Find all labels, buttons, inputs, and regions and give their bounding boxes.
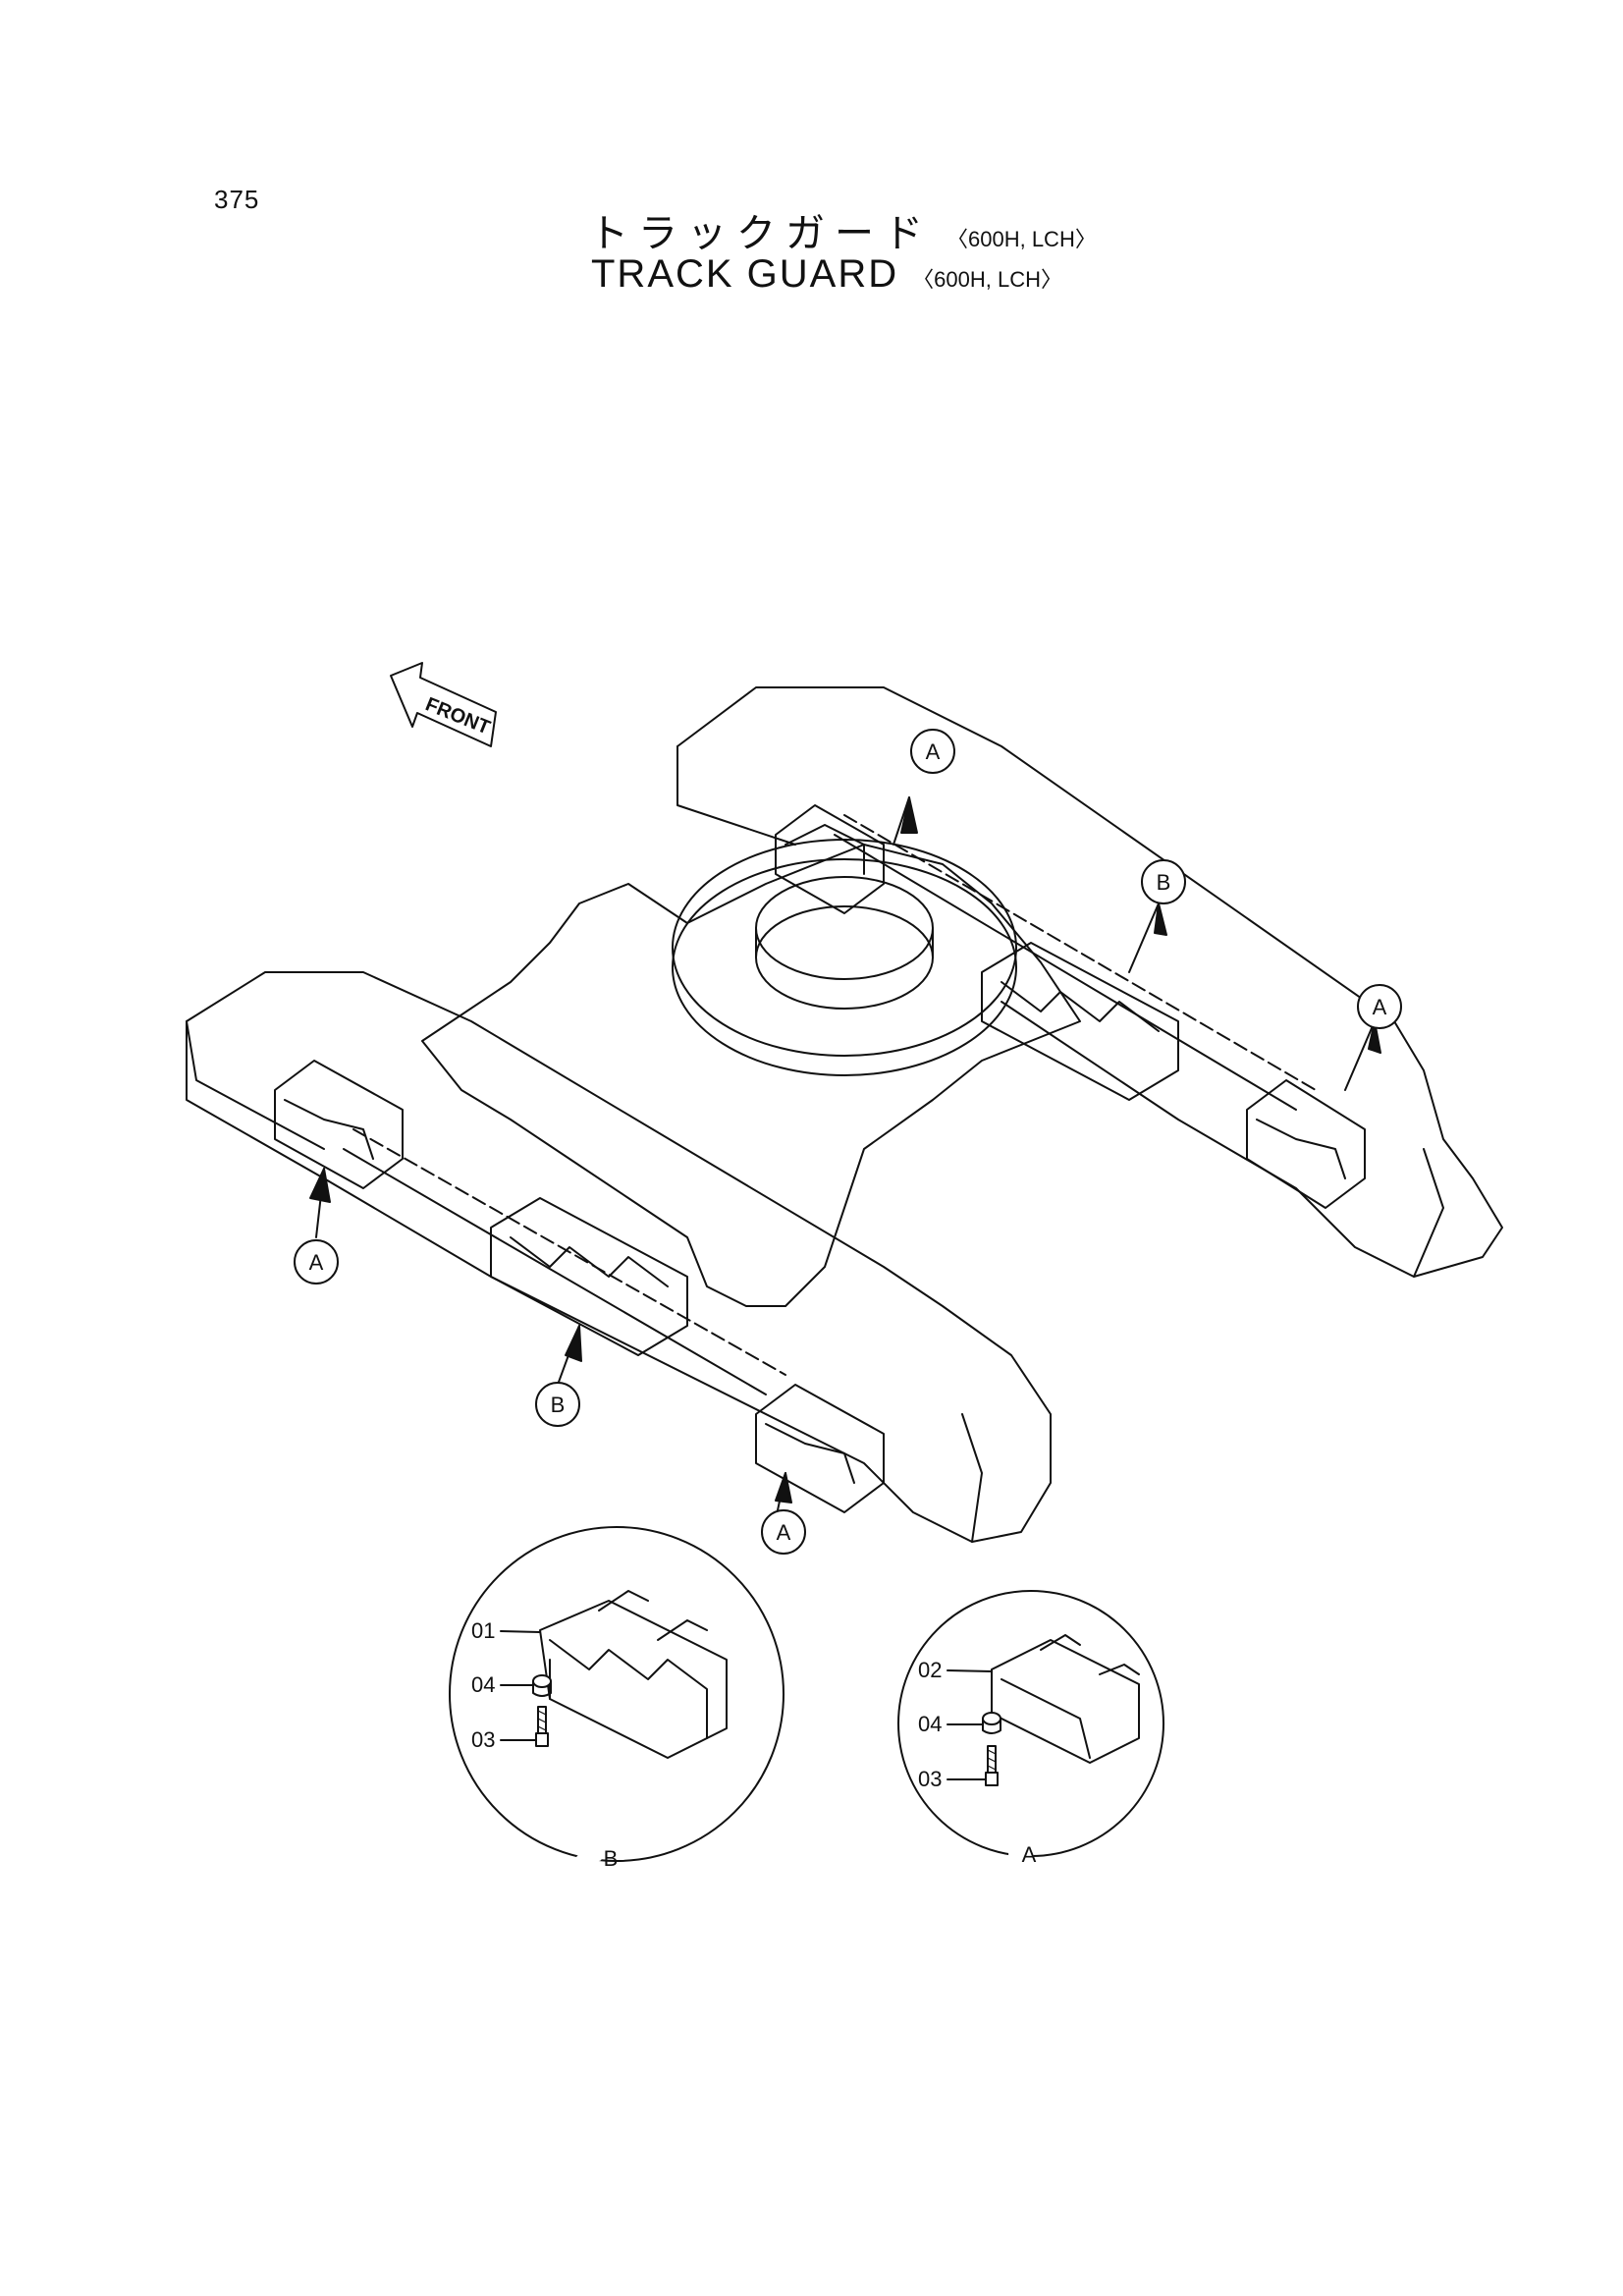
title-variant-english: 〈600H, LCH〉 <box>912 267 1062 292</box>
detail-a: A 02 04 03 <box>897 1590 1164 1867</box>
svg-text:A: A <box>1373 995 1387 1019</box>
detail-b-part-01: 01 <box>471 1618 495 1643</box>
front-arrow: FRONT <box>390 662 497 747</box>
page-number: 375 <box>214 185 260 214</box>
callout-a-right: A <box>1357 984 1402 1029</box>
title-variant-japanese: 〈600H, LCH〉 <box>947 227 1097 251</box>
title-english-line: TRACK GUARD 〈600H, LCH〉 <box>591 252 1062 297</box>
svg-text:A: A <box>309 1250 324 1275</box>
title-japanese: トラックガード <box>589 211 933 256</box>
detail-b-part-03: 03 <box>471 1727 495 1752</box>
callout-a-bottom: A <box>761 1509 806 1555</box>
title-japanese-line: トラックガード 〈600H, LCH〉 <box>589 201 1097 258</box>
callout-a-top: A <box>910 729 955 774</box>
callout-b-front: B <box>535 1382 580 1427</box>
detail-a-label: A <box>1022 1842 1037 1867</box>
detail-b: B 01 04 03 <box>449 1526 784 1871</box>
detail-b-label: B <box>604 1846 619 1871</box>
svg-text:B: B <box>551 1393 566 1417</box>
callout-a-left: A <box>294 1239 339 1285</box>
title-english: TRACK GUARD <box>591 252 899 296</box>
undercarriage-frame <box>186 686 1503 1543</box>
svg-text:A: A <box>926 739 941 764</box>
callout-markers <box>309 796 1381 1511</box>
svg-text:B: B <box>1157 870 1171 895</box>
track-guards <box>274 804 1366 1513</box>
detail-a-part-03: 03 <box>918 1767 942 1791</box>
detail-b-part-04: 04 <box>471 1672 495 1697</box>
callout-b-rear: B <box>1141 859 1186 904</box>
svg-text:A: A <box>777 1520 791 1545</box>
detail-a-part-02: 02 <box>918 1658 942 1682</box>
detail-a-part-04: 04 <box>918 1712 942 1736</box>
